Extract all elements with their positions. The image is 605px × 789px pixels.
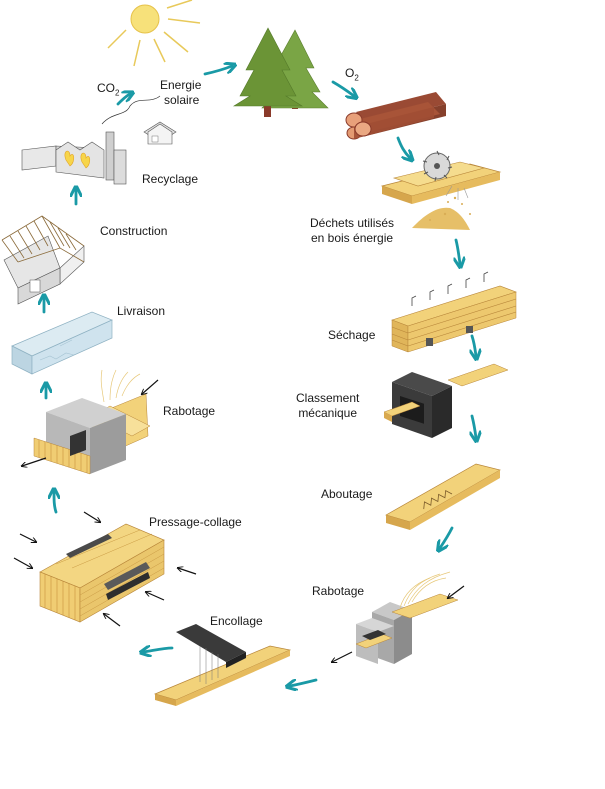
dechets-line-1: Déchets utilisés [310, 216, 395, 230]
process-arrows [13, 379, 465, 662]
drying-stack-icon [391, 271, 517, 353]
gluing-board-icon [153, 624, 292, 706]
energie-solaire-line-1: Energie [160, 78, 202, 92]
construction-label: Construction [100, 224, 168, 238]
classement-label: Classement mécanique [296, 391, 359, 421]
delivery-wrapped-beam-icon [11, 311, 113, 375]
cycle-arrow-logs-to-sawmill [396, 136, 410, 158]
cycle-arrow-grading-to-jointing [472, 414, 476, 438]
sawmill-icon [380, 150, 502, 204]
planer-right-icon [355, 571, 459, 664]
classement-line-1: Classement [296, 391, 360, 405]
dechets-label: Déchets utilisés en bois énergie [310, 216, 394, 246]
cycle-arrow-planer-to-gluing [290, 678, 318, 686]
livraison-label: Livraison [117, 304, 166, 318]
co2-label: CO2 [97, 81, 120, 98]
cycle-arrows [44, 66, 476, 686]
cycle-arrow-gluing-to-press [144, 648, 174, 652]
cycle-arrow-sun-to-trees [203, 66, 232, 76]
dechets-line-2: en bois énergie [310, 231, 394, 245]
sechage-label: Séchage [328, 328, 376, 342]
rabotage-right-label: Rabotage [312, 584, 365, 598]
aboutage-label: Aboutage [321, 487, 373, 501]
pressage-collage-label: Pressage-collage [149, 515, 242, 529]
encollage-label: Encollage [210, 614, 263, 628]
grading-machine-icon [383, 363, 509, 438]
cycle-arrow-trees-to-logs [331, 80, 354, 96]
sawdust-pile-icon [412, 185, 471, 230]
logs-icon [345, 92, 446, 140]
house-construction-icon [1, 215, 85, 305]
cycle-arrow-jointing-to-planer [440, 526, 454, 548]
recyclage-label: Recyclage [142, 172, 199, 186]
o2-label: O2 [345, 66, 359, 83]
rabotage-left-label: Rabotage [163, 404, 216, 418]
cycle-arrow-recycling-to-sun [116, 94, 130, 106]
planer-left-icon [33, 369, 151, 475]
classement-line-2: mécanique [298, 406, 358, 420]
trees-icon [232, 27, 329, 117]
energie-solaire-label: Energie solaire [160, 78, 201, 108]
cycle-arrow-drying-to-grading [472, 334, 476, 356]
press-glued-block-icon [39, 523, 165, 623]
recycling-plant-icon [21, 95, 177, 185]
cycle-arrow-waste-to-drying [456, 238, 460, 264]
energie-solaire-line-2: solaire [164, 93, 200, 107]
finger-joint-board-icon [385, 463, 501, 530]
sun-icon [107, 0, 201, 67]
cycle-arrow-press-to-planer [54, 492, 56, 514]
